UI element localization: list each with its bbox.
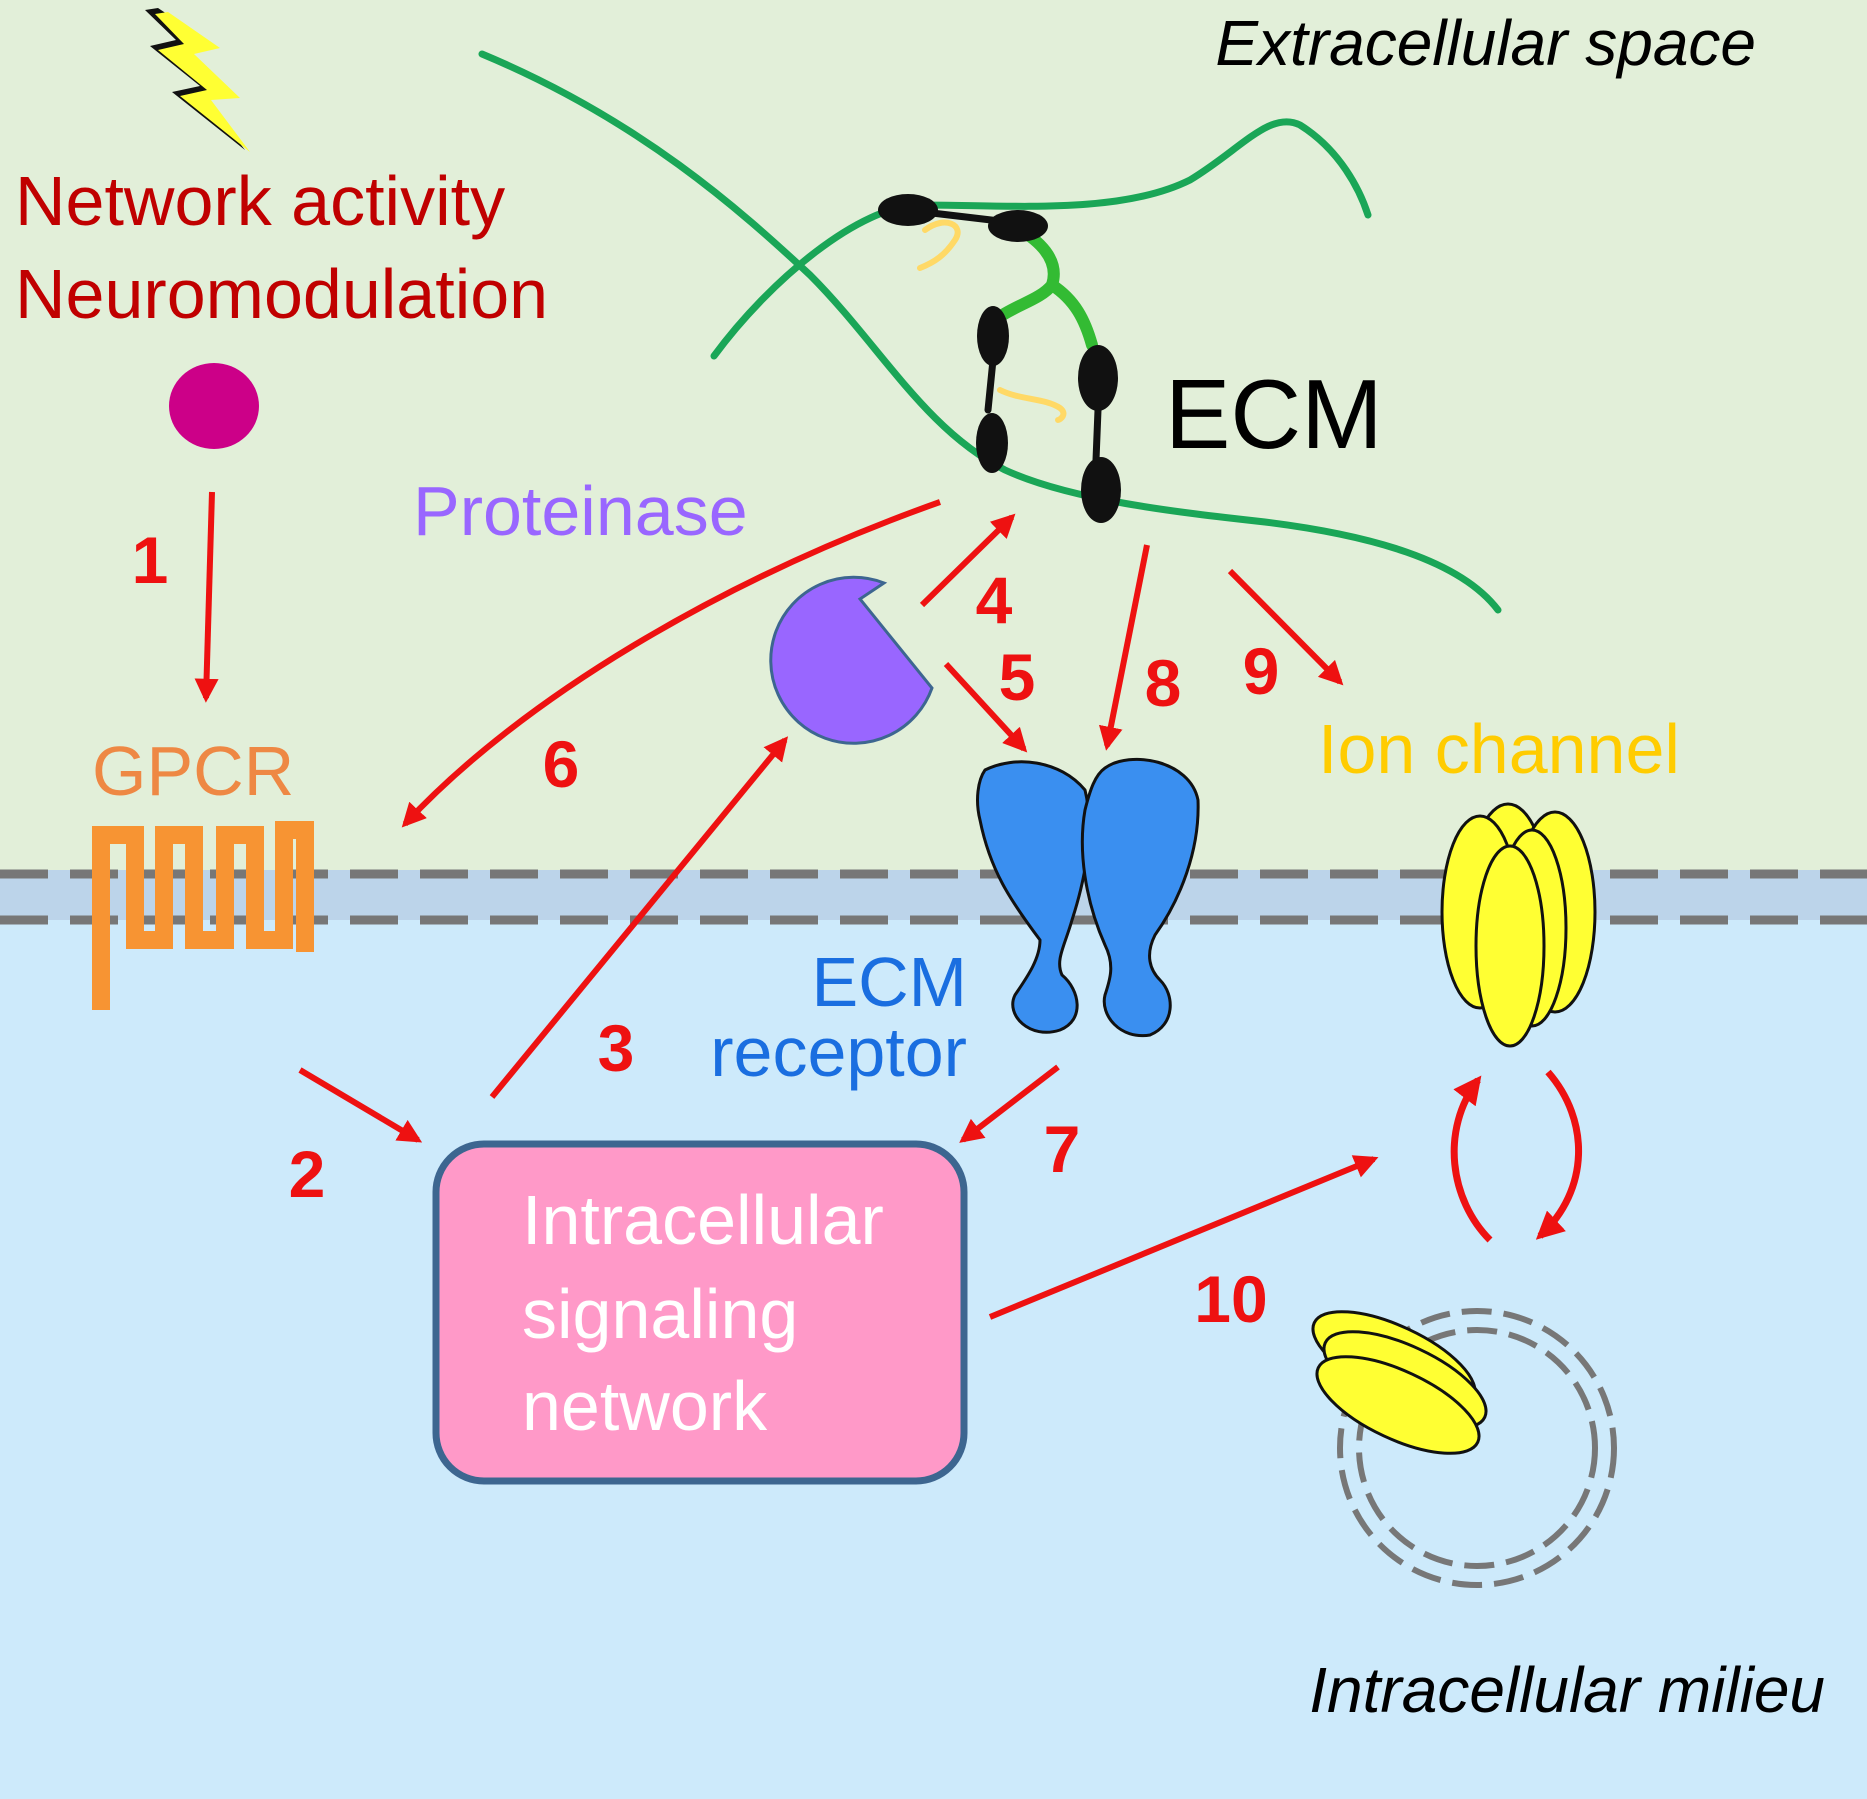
step-10: 10 (1194, 1262, 1267, 1336)
step-1: 1 (132, 523, 169, 597)
ligand-dot (169, 363, 259, 449)
ecm-receptor (976, 757, 1200, 1038)
ecm-link-v1 (984, 356, 997, 414)
gpcr-label: GPCR (92, 732, 294, 810)
ecm-nodes (878, 194, 1121, 523)
step-4: 4 (976, 563, 1013, 637)
ecm-receptor-label-2: receptor (710, 1013, 967, 1091)
intracellular-milieu-label: Intracellular milieu (1309, 1654, 1825, 1726)
arrow-6 (401, 499, 942, 828)
step-3: 3 (598, 1011, 635, 1085)
ecm-receptor-label-1: ECM (811, 943, 967, 1021)
signaling-network-box (432, 1140, 968, 1485)
arrow-2 (298, 1067, 423, 1143)
cycle-arrow-down (1535, 1069, 1583, 1240)
cycle-arrow-up (1450, 1075, 1493, 1243)
proteinase-label: Proteinase (413, 472, 748, 550)
neuromodulation-label: Neuromodulation (15, 255, 548, 333)
step-8: 8 (1145, 646, 1182, 720)
arrow-4 (919, 513, 1016, 608)
ecm-link-v2 (1092, 406, 1102, 464)
vesicle-outer (1337, 1308, 1617, 1588)
arrow-3 (489, 736, 789, 1099)
signaling-label-3: network (522, 1367, 768, 1445)
ion-channel-membrane (1440, 802, 1597, 1048)
ecm-side-chain-2 (997, 387, 1067, 423)
pathway-arrows (194, 491, 1379, 1320)
extracellular-space-label: Extracellular space (1215, 7, 1756, 79)
step-6: 6 (543, 727, 580, 801)
network-activity-label: Network activity (15, 162, 505, 240)
step-9: 9 (1243, 634, 1280, 708)
vesicle-inner (1356, 1327, 1598, 1569)
arrow-5 (943, 661, 1028, 753)
ecm-strand-b (710, 118, 1372, 360)
step-5: 5 (999, 640, 1036, 714)
signaling-label-1: Intracellular (522, 1181, 884, 1259)
arrow-8 (1098, 544, 1150, 751)
signaling-label-2: signaling (522, 1275, 798, 1353)
ecm-strand-d (1046, 279, 1098, 351)
arrow-7 (959, 1064, 1060, 1143)
arrow-1 (194, 491, 219, 703)
arrow-10 (988, 1155, 1379, 1320)
arrow-9 (1227, 568, 1344, 686)
ecm-label: ECM (1165, 359, 1383, 469)
step-numbers: 1 2 3 4 5 6 7 8 9 10 (132, 523, 1280, 1336)
vesicle-ion-channel (1311, 1310, 1488, 1455)
step-7: 7 (1044, 1112, 1081, 1186)
ecm-side-chain-1 (917, 219, 961, 271)
extracellular-region (0, 0, 1867, 870)
ion-channel-label: Ion channel (1318, 710, 1680, 788)
lightning-bolt-icon (145, 8, 250, 152)
proteinase-pacman (769, 575, 934, 745)
gpcr-receptor (92, 821, 314, 1010)
step-2: 2 (289, 1137, 326, 1211)
